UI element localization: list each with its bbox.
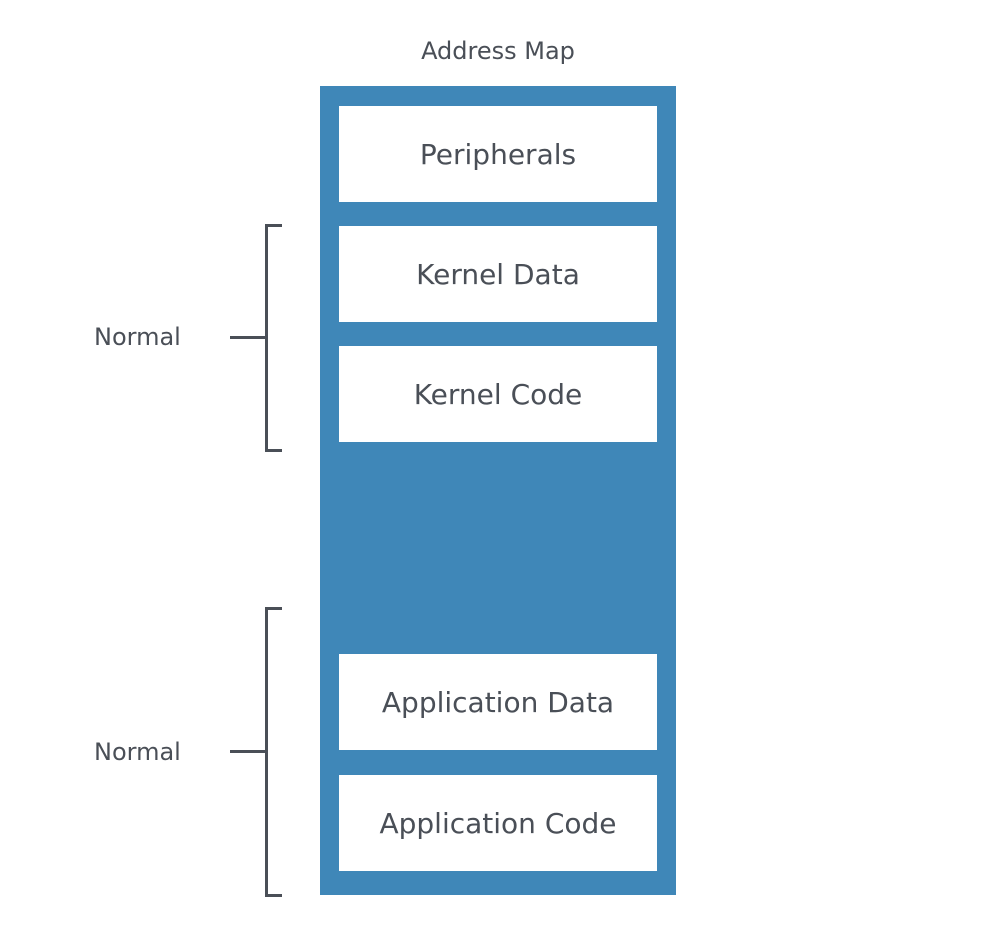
address-map-block — [320, 86, 676, 895]
application-group-label: Normal — [94, 738, 181, 766]
kernel-group-tick — [230, 336, 268, 339]
application-group-tick — [230, 750, 268, 753]
diagram-title: Address Map — [421, 37, 575, 65]
region-kernel-data: Kernel Data — [339, 226, 657, 322]
region-kernel-code: Kernel Code — [339, 346, 657, 442]
kernel-group-label: Normal — [94, 323, 181, 351]
region-peripherals: Peripherals — [339, 106, 657, 202]
region-application-code: Application Code — [339, 775, 657, 871]
region-application-data: Application Data — [339, 654, 657, 750]
